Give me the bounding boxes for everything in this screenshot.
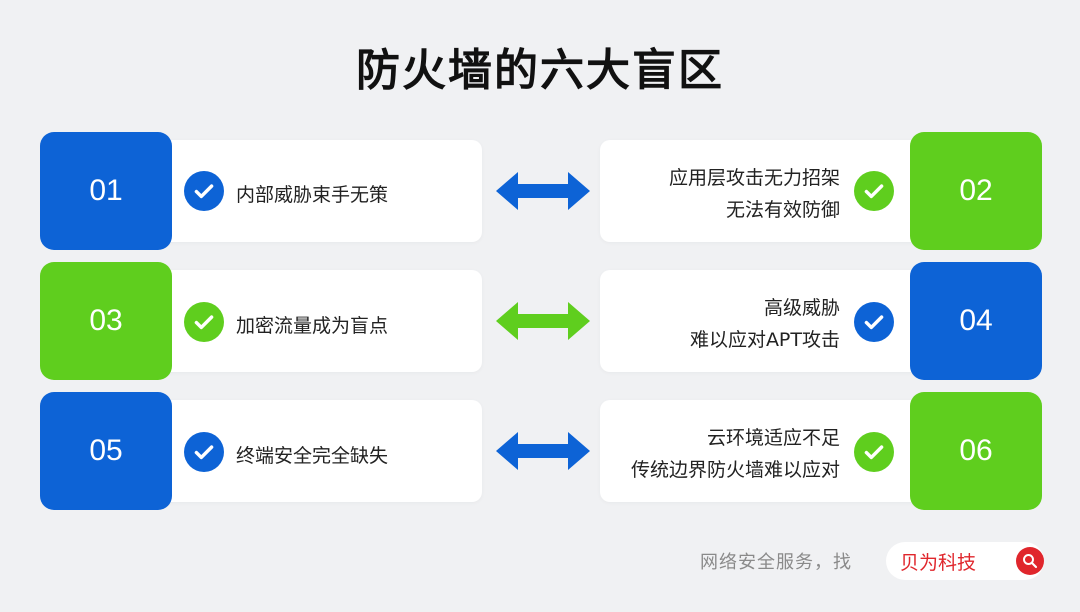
item-02-line-1: 应用层攻击无力招架 [668,167,840,189]
item-03-text: 加密流量成为盲点 [236,315,389,337]
footer-text: 网络安全服务，找 [700,552,852,573]
number-badge-06: 06 [910,392,1042,510]
double-arrow-icon [496,172,590,210]
double-arrow-icon [496,302,590,340]
item-04-line-2: 难以应对APT攻击 [689,329,840,351]
item-02-line-2: 无法有效防御 [725,199,840,221]
item-06-line-2: 传统边界防火墙难以应对 [630,459,840,481]
check-icon [854,171,894,211]
check-icon [854,302,894,342]
item-01-text: 内部威胁束手无策 [236,184,389,206]
page-title: 防火墙的六大盲区 [356,45,724,96]
number-badge-05: 05 [40,392,172,510]
item-06-line-1: 云环境适应不足 [706,427,840,449]
check-icon [184,171,224,211]
number-badge-04: 04 [910,262,1042,380]
check-icon [854,432,894,472]
number-badge-02: 02 [910,132,1042,250]
item-04-line-1: 高级威胁 [763,297,840,319]
number-badge-03: 03 [40,262,172,380]
double-arrow-icon [496,432,590,470]
check-icon [184,302,224,342]
item-05-text: 终端安全完全缺失 [236,445,389,467]
item-04-text: 高级威胁 难以应对APT攻击 [690,292,840,356]
item-02-text: 应用层攻击无力招架 无法有效防御 [669,162,840,226]
item-06-text: 云环境适应不足 传统边界防火墙难以应对 [631,422,840,486]
search-icon[interactable] [1016,547,1044,575]
brand-name: 贝为科技 [900,552,977,574]
check-icon [184,432,224,472]
number-badge-01: 01 [40,132,172,250]
